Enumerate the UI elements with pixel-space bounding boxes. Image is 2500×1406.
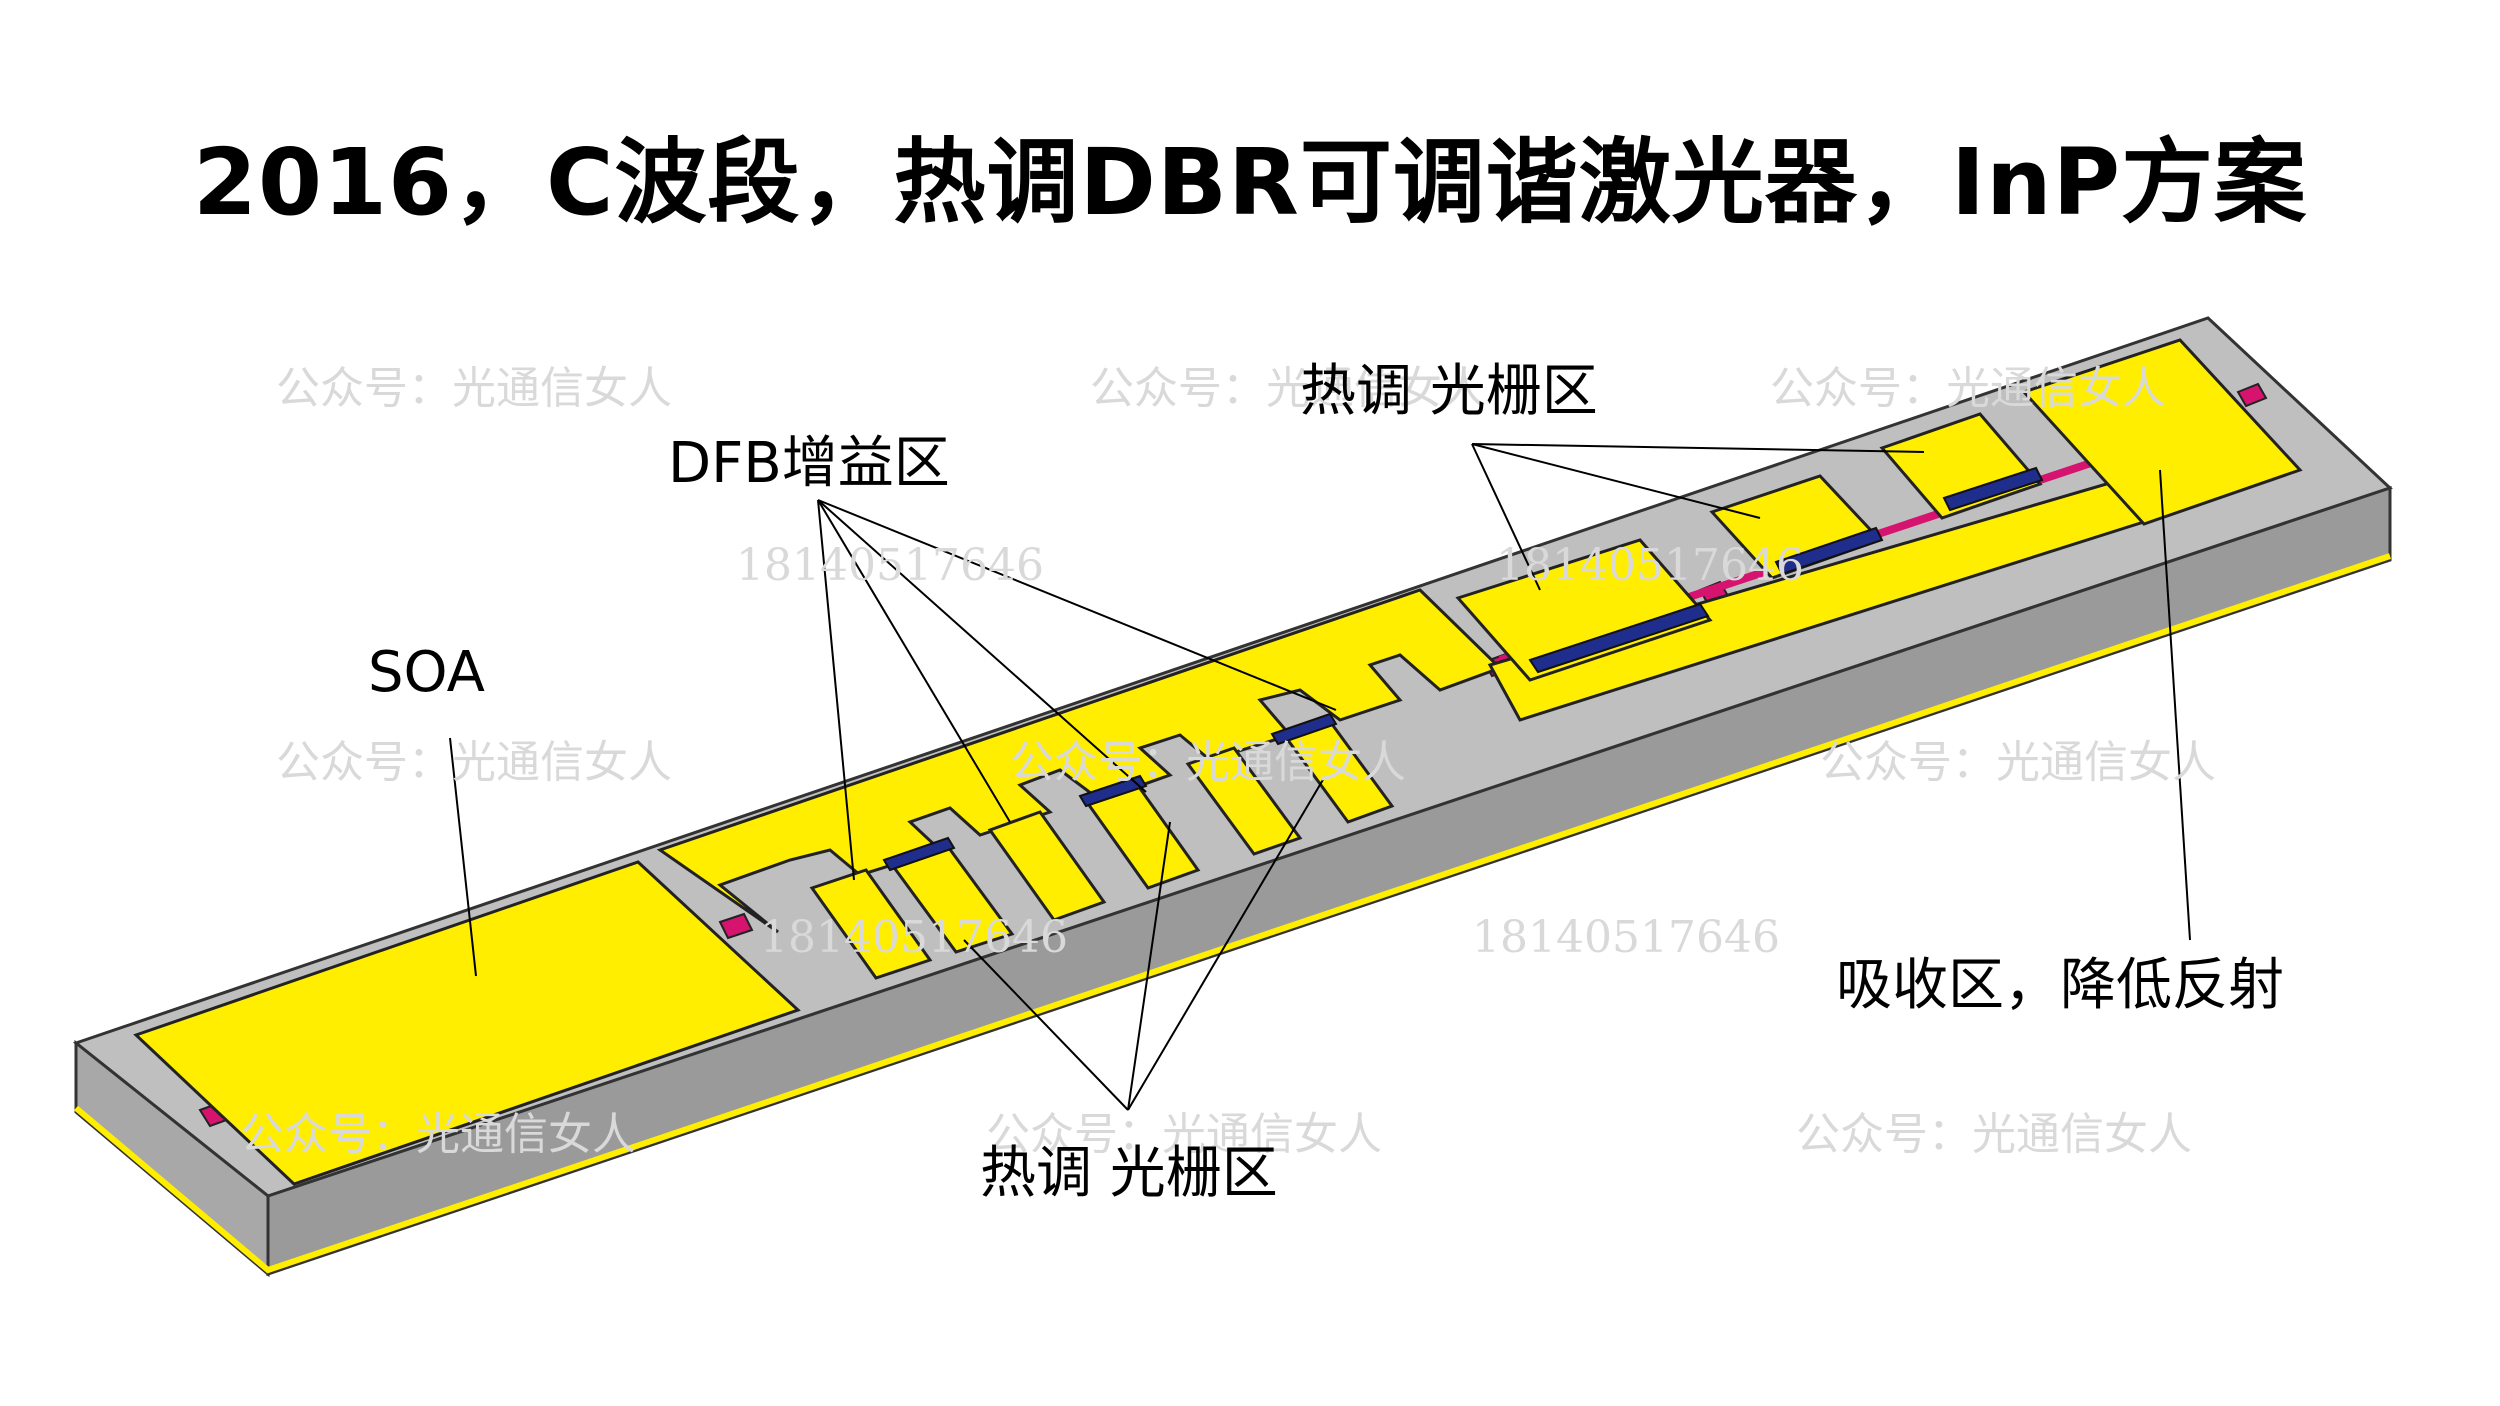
page-title: 2016，C波段，热调DBR可调谐激光器，InP方案: [192, 129, 2308, 236]
watermark-account-9: 公众号：光通信女人: [1796, 1109, 2192, 1160]
leader-lines: [449, 443, 2191, 1111]
watermark-phone-4: 18140517646: [1472, 912, 1780, 963]
bottom-heater-pads: [809, 714, 1395, 980]
watermark-account-5: 公众号：光通信女人: [1010, 737, 1406, 788]
absorber-pad: [2021, 338, 2303, 526]
dfb-gain-pad: [656, 588, 1503, 934]
label-absorber: 吸收区，降低反射: [1836, 953, 2284, 1018]
label-dfb-gain: DFB增益区: [668, 431, 950, 496]
watermark-account-3: 公众号：光通信女人: [1770, 363, 2166, 414]
watermark-account-7: 公众号：光通信女人: [240, 1109, 636, 1160]
label-thermal-grating-top: 热调 光栅区: [1300, 359, 1598, 424]
label-thermal-grating-bottom: 热调 光栅区: [980, 1141, 1278, 1206]
watermark-account-2: 公众号：光通信女人: [1090, 363, 1486, 414]
watermark-account-1: 公众号：光通信女人: [276, 363, 672, 414]
upper-heater-pad-1: [1455, 538, 1713, 682]
watermark-phone-3: 18140517646: [760, 912, 1068, 963]
watermark-account-4: 公众号：光通信女人: [276, 737, 672, 788]
label-soa: SOA: [368, 640, 485, 705]
bottom-heater-strips: [882, 712, 1338, 872]
upper-heater-strips: [1528, 466, 2044, 674]
substrate-left-face: [74, 1039, 270, 1278]
watermark-phone-1: 18140517646: [736, 540, 1044, 591]
watermark-account-8: 公众号：光通信女人: [986, 1109, 1382, 1160]
watermark-phone-2: 18140517646: [1496, 540, 1804, 591]
watermark-account-6: 公众号：光通信女人: [1820, 737, 2216, 788]
substrate-bottom-metal: [74, 553, 2391, 1274]
